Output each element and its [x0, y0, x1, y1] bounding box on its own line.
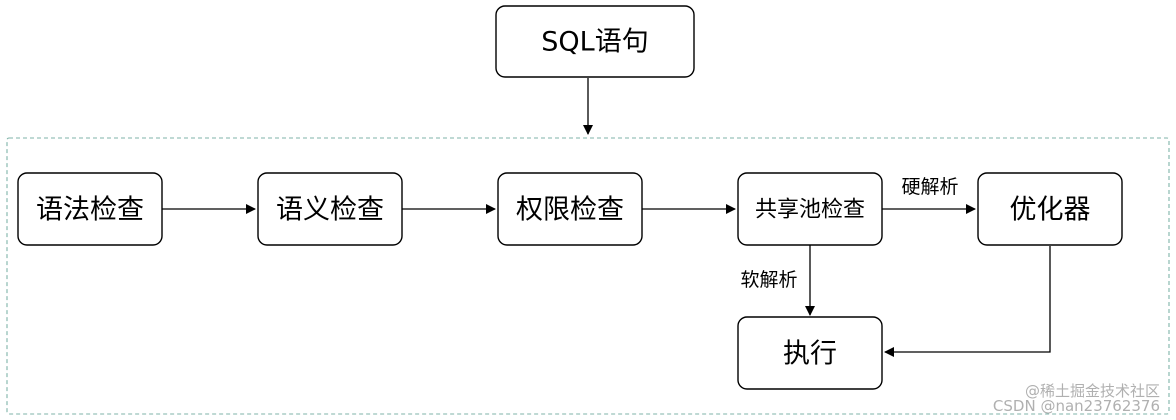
- node-sql-statement: SQL语句: [495, 5, 695, 78]
- watermark-line-1: @稀土掘金技术社区: [1025, 382, 1160, 400]
- soft-parse-label: 软解析: [740, 269, 797, 291]
- node-optimizer: 优化器: [977, 172, 1123, 246]
- watermark-line-2: CSDN @nan23762376: [993, 397, 1160, 415]
- node-shared-pool-check: 共享池检查: [737, 172, 883, 246]
- node-syntax-check: 语法检查: [17, 172, 163, 246]
- node-semantic-check-label: 语义检查: [276, 195, 384, 226]
- node-permission-check-label: 权限检查: [516, 195, 624, 226]
- node-semantic-check: 语义检查: [257, 172, 403, 246]
- node-optimizer-label: 优化器: [1010, 195, 1091, 226]
- node-shared-pool-check-label: 共享池检查: [755, 198, 865, 223]
- hard-parse-label: 硬解析: [901, 176, 958, 198]
- node-execute-label: 执行: [783, 339, 837, 370]
- edge-optimizer-to-execute: [884, 246, 1051, 357]
- node-syntax-check-label: 语法检查: [36, 195, 144, 226]
- node-execute: 执行: [737, 316, 883, 390]
- node-sql-statement-label: SQL语句: [541, 27, 648, 58]
- process-container: [6, 137, 1170, 415]
- node-permission-check: 权限检查: [497, 172, 643, 246]
